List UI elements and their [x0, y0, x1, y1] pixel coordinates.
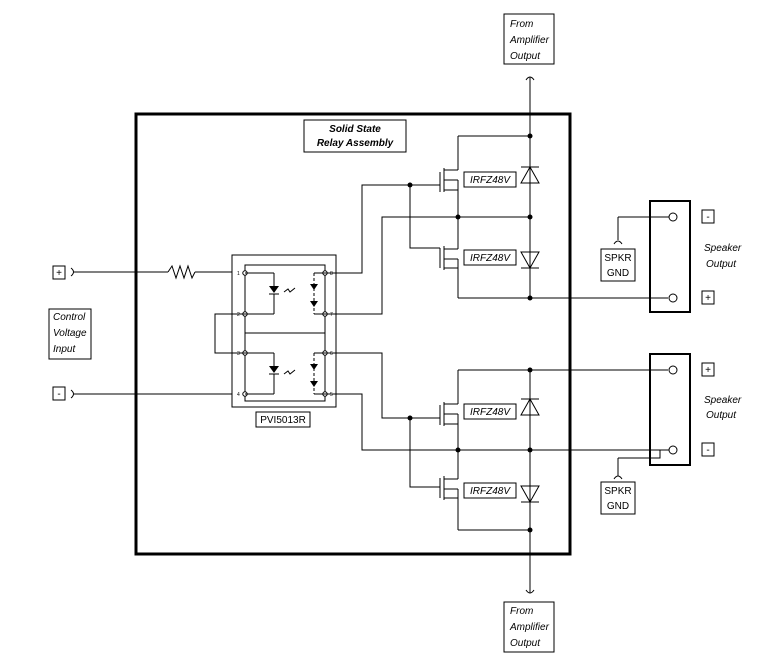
- mosfet-2-label: IRFZ48V: [470, 253, 511, 264]
- pin-1: 1: [237, 271, 240, 277]
- resistor-icon: [167, 264, 196, 280]
- spkr-gnd-bottom-line2: GND: [607, 501, 629, 512]
- amp-output-bottom: From Amplifier Output: [503, 370, 555, 653]
- pvi5013r-chip: 1 2 3 4 5 6 7 8: [214, 254, 337, 428]
- connector-icon: [70, 389, 74, 399]
- speaker-bottom-line2: Output: [706, 410, 737, 421]
- spkr-gnd-top-line2: GND: [607, 268, 629, 279]
- relay-title-line1: Solid State: [329, 124, 381, 135]
- led-icon: [269, 273, 296, 314]
- pin-5: 5: [330, 392, 333, 398]
- spkr-gnd-bottom-line1: SPKR: [604, 486, 631, 497]
- control-minus-terminal: [52, 386, 66, 401]
- speaker-top-line1: Speaker: [704, 243, 742, 254]
- pin-7: 7: [330, 312, 333, 318]
- pin-2: 2: [237, 312, 240, 318]
- control-plus-terminal: [52, 265, 66, 280]
- upper-mosfet-network: IRFZ48V IRFZ48V: [325, 133, 668, 315]
- amp-top-line3: Output: [510, 51, 541, 62]
- diode-icon: [520, 397, 540, 416]
- amp-top-line2: Amplifier: [509, 35, 550, 46]
- amp-bottom-line3: Output: [510, 638, 541, 649]
- photodiode-icon: [310, 353, 318, 394]
- relay-assembly-enclosure: [134, 112, 572, 556]
- mosfet-1-label: IRFZ48V: [470, 175, 511, 186]
- mosfet-icon: [439, 217, 459, 298]
- relay-title-box: Solid State Relay Assembly: [303, 119, 407, 153]
- control-minus-label: -: [57, 389, 60, 400]
- photodiode-icon: [310, 273, 318, 314]
- chip-label: PVI5013R: [260, 415, 306, 426]
- lower-mosfet-network: IRFZ48V IRFZ48V: [325, 352, 668, 533]
- pin-8: 8: [330, 271, 333, 277]
- mosfet-icon: [439, 450, 459, 530]
- pin-4: 4: [237, 392, 240, 398]
- mosfet-icon: [439, 370, 459, 450]
- speaker-output-top: SPKR GND - + Speaker Output: [600, 200, 742, 313]
- mosfet-4-label: IRFZ48V: [470, 486, 511, 497]
- amp-bottom-line1: From: [510, 606, 533, 617]
- diode-icon: [520, 485, 540, 504]
- control-input: + Control Voltage Input -: [48, 264, 240, 401]
- speaker-output-bottom: SPKR GND + - Speaker Output: [600, 353, 742, 515]
- amp-bottom-line2: Amplifier: [509, 622, 550, 633]
- diode-icon: [520, 165, 540, 184]
- pin-6: 6: [330, 351, 333, 357]
- control-plus-label: +: [56, 268, 62, 279]
- spk-bot-plus: +: [705, 365, 711, 376]
- control-line1: Control: [53, 312, 86, 323]
- led-icon: [269, 353, 296, 394]
- amp-top-line1: From: [510, 19, 533, 30]
- connector-icon: [70, 267, 74, 277]
- control-line3: Input: [53, 344, 76, 355]
- spkr-gnd-top-line1: SPKR: [604, 253, 631, 264]
- amp-output-top: From Amplifier Output: [503, 13, 555, 298]
- speaker-bottom-line1: Speaker: [704, 395, 742, 406]
- pin-3: 3: [237, 351, 240, 357]
- speaker-top-line2: Output: [706, 259, 737, 270]
- connector-icon: [613, 240, 623, 245]
- mosfet-icon: [439, 136, 459, 217]
- mosfet-3-label: IRFZ48V: [470, 407, 511, 418]
- spk-top-plus: +: [705, 293, 711, 304]
- spk-bot-minus: -: [706, 445, 709, 456]
- control-line2: Voltage: [53, 328, 87, 339]
- spk-top-minus: -: [706, 212, 709, 223]
- connector-icon: [613, 475, 623, 480]
- relay-title-line2: Relay Assembly: [317, 138, 394, 149]
- diode-icon: [520, 251, 540, 270]
